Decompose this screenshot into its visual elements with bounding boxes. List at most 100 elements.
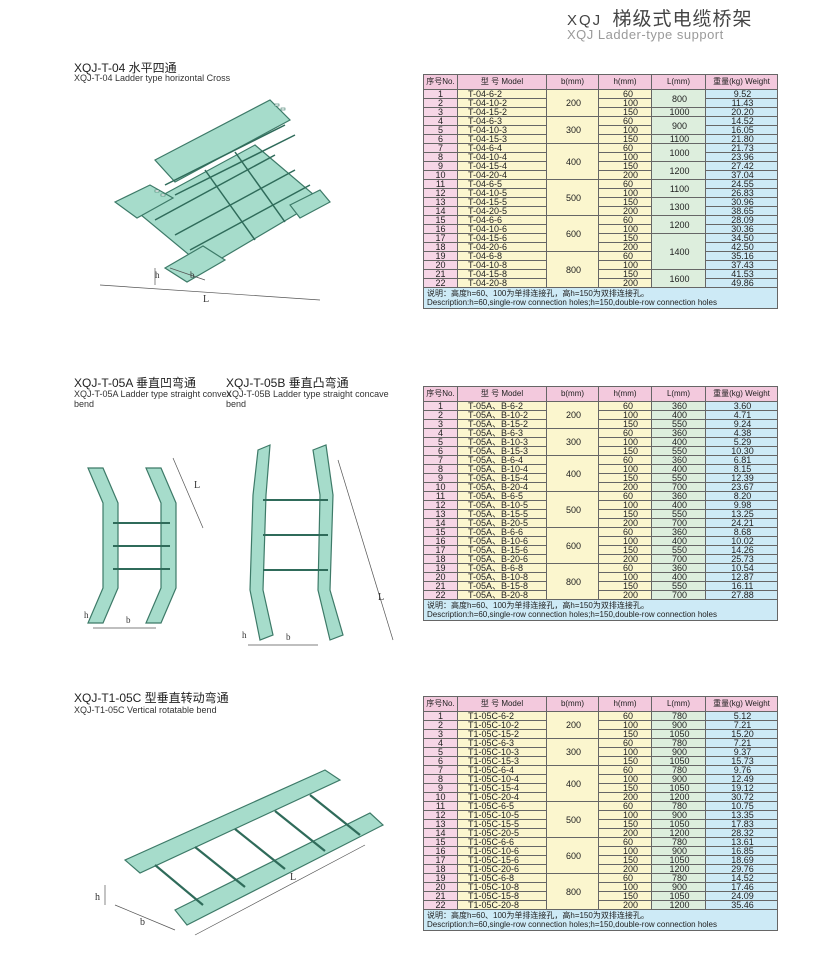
row-number: 21 — [423, 581, 458, 591]
row-number: 5 — [423, 125, 458, 135]
model-cell: T1-05C-15-5 — [457, 819, 547, 829]
weight-cell: 30.96 — [705, 197, 778, 207]
length-l-cell: 1200 — [651, 828, 706, 838]
model-cell: T1-05C-6-5 — [457, 801, 547, 811]
row-number: 19 — [423, 251, 458, 261]
height-h-cell: 200 — [598, 900, 652, 910]
weight-cell: 4.38 — [705, 428, 778, 438]
weight-cell: 13.35 — [705, 810, 778, 820]
height-h-cell: 100 — [598, 188, 652, 198]
weight-cell: 14.52 — [705, 116, 778, 126]
weight-cell: 7.21 — [705, 738, 778, 748]
model-cell: T1-05C-6-8 — [457, 873, 547, 883]
model-cell: T-04-6-3 — [457, 116, 547, 126]
rotatable-bend-illustration: h b L — [95, 769, 385, 936]
row-number: 12 — [423, 810, 458, 820]
header-h: h(mm) — [598, 386, 652, 402]
table-note-row: 说明：高度h=60、100为单排连接孔，高h=150为双排连接孔。Descrip… — [423, 909, 778, 931]
model-cell: T1-05C-6-6 — [457, 837, 547, 847]
model-cell: T1-05C-10-5 — [457, 810, 547, 820]
model-cell: T-04-15-3 — [457, 134, 547, 144]
height-h-cell: 100 — [598, 846, 652, 856]
header-b: b(mm) — [546, 74, 599, 90]
row-number: 22 — [423, 278, 458, 288]
model-cell: T1-05C-10-3 — [457, 747, 547, 757]
section-2a-subtitle-line1: XQJ-T-05A Ladder type straight convex — [74, 389, 232, 399]
row-number: 10 — [423, 792, 458, 802]
height-h-cell: 200 — [598, 242, 652, 252]
weight-cell: 5.29 — [705, 437, 778, 447]
height-h-cell: 200 — [598, 828, 652, 838]
height-h-cell: 60 — [598, 143, 652, 153]
header-h: h(mm) — [598, 696, 652, 712]
height-h-cell: 150 — [598, 729, 652, 739]
length-l-cell: 800 — [651, 89, 706, 108]
row-number: 9 — [423, 161, 458, 171]
length-l-cell: 550 — [651, 545, 706, 555]
weight-cell: 30.72 — [705, 792, 778, 802]
row-number: 18 — [423, 242, 458, 252]
row-number: 14 — [423, 828, 458, 838]
header-weight: 重量(kg) Weight — [705, 386, 778, 402]
model-cell: T1-05C-10-6 — [457, 846, 547, 856]
height-h-cell: 200 — [598, 792, 652, 802]
height-h-cell: 200 — [598, 554, 652, 564]
section-1-title: XQJ-T-04 水平四通 — [74, 61, 177, 75]
header-b: b(mm) — [546, 696, 599, 712]
section-3-title: XQJ-T1-05C 型垂直转动弯通 — [74, 691, 229, 705]
dim-b-label: b — [190, 270, 195, 280]
length-l-cell: 360 — [651, 401, 706, 411]
length-l-cell: 1050 — [651, 891, 706, 901]
weight-cell: 8.20 — [705, 491, 778, 501]
length-l-cell: 900 — [651, 116, 706, 135]
model-cell: T-04-20-5 — [457, 206, 547, 216]
dim-l-label: L — [378, 592, 384, 603]
length-l-cell: 1050 — [651, 756, 706, 766]
height-h-cell: 150 — [598, 233, 652, 243]
row-number: 6 — [423, 446, 458, 456]
weight-cell: 25.73 — [705, 554, 778, 564]
width-b-cell: 400 — [546, 143, 599, 180]
weight-cell: 15.20 — [705, 729, 778, 739]
length-l-cell: 1200 — [651, 900, 706, 910]
width-b-cell: 600 — [546, 837, 599, 874]
catalog-code: XQJ — [567, 12, 603, 29]
model-cell: T-04-6-5 — [457, 179, 547, 189]
model-cell: T1-05C-10-8 — [457, 882, 547, 892]
weight-cell: 24.09 — [705, 891, 778, 901]
length-l-cell: 780 — [651, 837, 706, 847]
weight-cell: 42.50 — [705, 242, 778, 252]
height-h-cell: 100 — [598, 260, 652, 270]
note-cn: 说明：高度h=60、100为单排连接孔，高h=150为双排连接孔。 — [427, 911, 649, 920]
weight-cell: 8.68 — [705, 527, 778, 537]
height-h-cell: 60 — [598, 711, 652, 721]
model-cell: T-04-20-6 — [457, 242, 547, 252]
model-cell: T1-05C-6-3 — [457, 738, 547, 748]
model-cell: T-04-6-4 — [457, 143, 547, 153]
row-number: 11 — [423, 179, 458, 189]
row-number: 6 — [423, 756, 458, 766]
model-cell: T-04-6-8 — [457, 251, 547, 261]
width-b-cell: 600 — [546, 215, 599, 252]
weight-cell: 15.73 — [705, 756, 778, 766]
length-l-cell: 1050 — [651, 855, 706, 865]
height-h-cell: 60 — [598, 215, 652, 225]
row-number: 17 — [423, 233, 458, 243]
width-b-cell: 200 — [546, 89, 599, 117]
length-l-cell: 1050 — [651, 819, 706, 829]
width-b-cell: 500 — [546, 491, 599, 528]
